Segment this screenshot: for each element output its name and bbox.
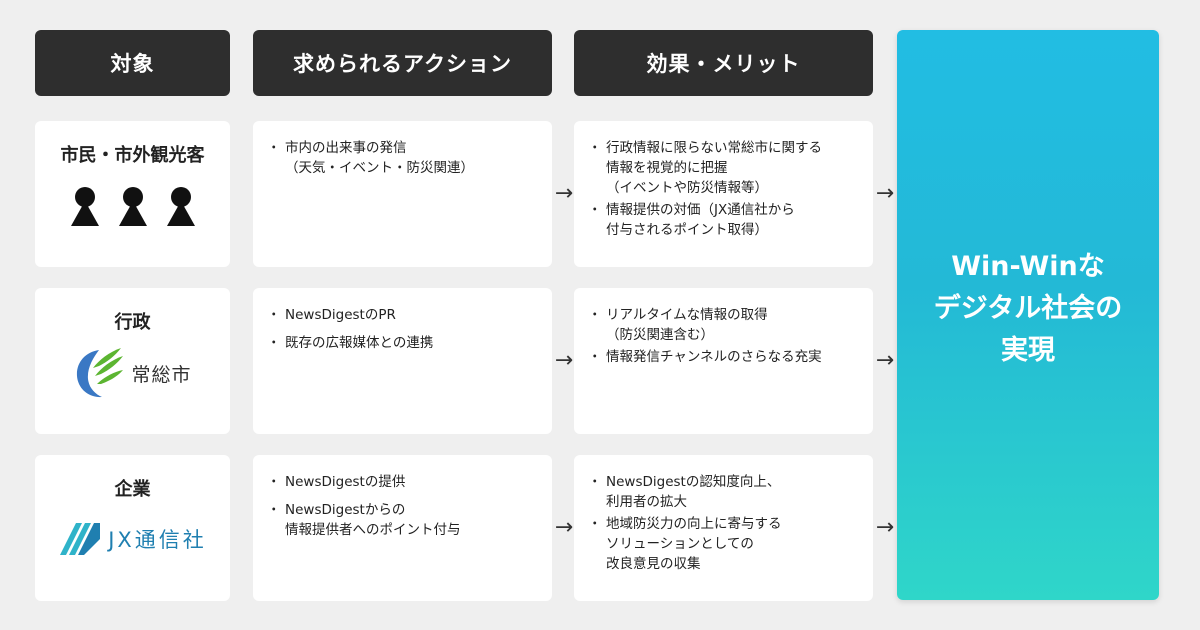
effect-card-citizens: 行政情報に限らない常総市に関する 情報を視覚的に把握 （イベントや防災情報等） … [574, 121, 873, 267]
effect-item: 行政情報に限らない常総市に関する 情報を視覚的に把握 （イベントや防災情報等） [588, 138, 861, 198]
effect-item: 地域防災力の向上に寄与する ソリューションとしての 改良意見の収集 [588, 514, 861, 574]
joso-city-emblem-icon [77, 348, 124, 398]
arrow-right-icon: → [554, 348, 574, 373]
effect-card-company: NewsDigestの認知度向上、 利用者の拡大 地域防災力の向上に寄与する ソ… [574, 455, 873, 601]
arrow-right-icon: → [554, 181, 574, 206]
action-item: NewsDigestからの 情報提供者へのポイント付与 [267, 500, 540, 540]
result-box: Win-Winな デジタル社会の 実現 [897, 30, 1159, 600]
jx-logo-text: JX通信社 [108, 528, 207, 552]
person-icon [70, 187, 100, 227]
arrow-right-icon: → [875, 515, 895, 540]
target-title: 企業 [114, 479, 151, 500]
target-card-government: 行政 常総市 [35, 288, 230, 434]
arrow-right-icon: → [554, 515, 574, 540]
jx-emblem-icon [60, 523, 101, 555]
action-item: 市内の出来事の発信 （天気・イベント・防災関連） [267, 138, 540, 178]
person-icon [166, 187, 196, 227]
effect-item: 情報提供の対価（JX通信社から 付与されるポイント取得） [588, 200, 861, 240]
action-item: NewsDigestのPR [267, 305, 540, 325]
effect-card-government: リアルタイムな情報の取得 （防災関連含む） 情報発信チャンネルのさらなる充実 [574, 288, 873, 434]
target-title: 行政 [114, 312, 151, 333]
person-icon [118, 187, 148, 227]
joso-city-logo-text: 常総市 [131, 363, 192, 386]
action-item: 既存の広報媒体との連携 [267, 333, 540, 353]
action-item: NewsDigestの提供 [267, 472, 540, 492]
action-card-company: NewsDigestの提供 NewsDigestからの 情報提供者へのポイント付… [253, 455, 552, 601]
target-card-citizens: 市民・市外観光客 [35, 121, 230, 267]
joso-city-logo: 常総市 [35, 346, 230, 400]
result-text: Win-Winな デジタル社会の 実現 [933, 251, 1123, 366]
effect-item: リアルタイムな情報の取得 （防災関連含む） [588, 305, 861, 345]
effect-item: NewsDigestの認知度向上、 利用者の拡大 [588, 472, 861, 512]
header-target: 対象 [35, 30, 230, 96]
jx-logo: JX通信社 [35, 521, 230, 557]
target-card-company: 企業 JX通信社 [35, 455, 230, 601]
action-card-citizens: 市内の出来事の発信 （天気・イベント・防災関連） [253, 121, 552, 267]
action-card-government: NewsDigestのPR 既存の広報媒体との連携 [253, 288, 552, 434]
target-title: 市民・市外観光客 [60, 145, 205, 166]
header-action: 求められるアクション [253, 30, 552, 96]
arrow-right-icon: → [875, 181, 895, 206]
arrow-right-icon: → [875, 348, 895, 373]
effect-item: 情報発信チャンネルのさらなる充実 [588, 347, 861, 367]
header-effect: 効果・メリット [574, 30, 873, 96]
people-icon [35, 187, 230, 227]
